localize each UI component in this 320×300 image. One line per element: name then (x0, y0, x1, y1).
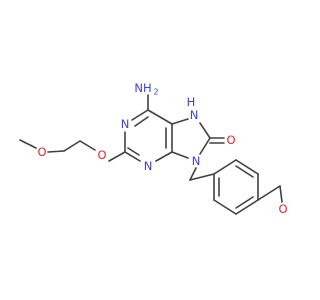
bond-n1-c6-double (134, 116, 149, 127)
bond-ar2 (235, 159, 259, 175)
atom-ether-o-ring-label: O (97, 148, 106, 162)
bond-n7-c8 (199, 122, 211, 139)
bond-ar2-double (235, 165, 254, 178)
bond-c5-n7 (171, 118, 189, 125)
bond-ch2a-ch2b (63, 140, 81, 152)
atom-n1-label: N (121, 117, 130, 131)
bond-c2-o (108, 151, 126, 162)
molecule-structure: NH 2 N N H N N O O O O (19, 81, 288, 216)
bond-n9-ch2 (189, 167, 197, 181)
atom-n3-label: N (144, 159, 153, 173)
bond-c4-n3 (155, 151, 173, 162)
bond-ar4 (235, 199, 259, 215)
bond-n3-c2 (124, 151, 141, 162)
atom-aldehyde-o-label: O (278, 202, 287, 216)
atom-n7-label: N (190, 108, 199, 122)
atom-nh2-subscript: 2 (153, 88, 158, 97)
bond-ar1 (213, 159, 237, 175)
bond-n1-c6 (131, 109, 149, 121)
atom-n9-label: N (192, 154, 201, 168)
atom-ether-o-chain-label: O (37, 145, 46, 159)
atom-n7-h-label: H (187, 95, 196, 109)
bond-ar-cho (257, 185, 281, 201)
bond-o-ch2a (79, 140, 96, 151)
bond-cho-o (279, 185, 283, 203)
atom-nh2-label: NH (134, 81, 151, 95)
bond-n3-c2-double (127, 147, 140, 156)
bond-n9-c4 (171, 151, 189, 159)
bond-c8-n9 (199, 137, 211, 155)
bond-ch2-ring (189, 173, 215, 181)
bond-c6-c5 (147, 109, 173, 125)
bond-ar5 (213, 199, 237, 215)
bond-ch2b-o (47, 150, 65, 153)
bond-ar4-double (235, 196, 254, 209)
bond-o-ch3 (19, 139, 37, 149)
atom-c8-oxo-label: O (226, 133, 235, 147)
